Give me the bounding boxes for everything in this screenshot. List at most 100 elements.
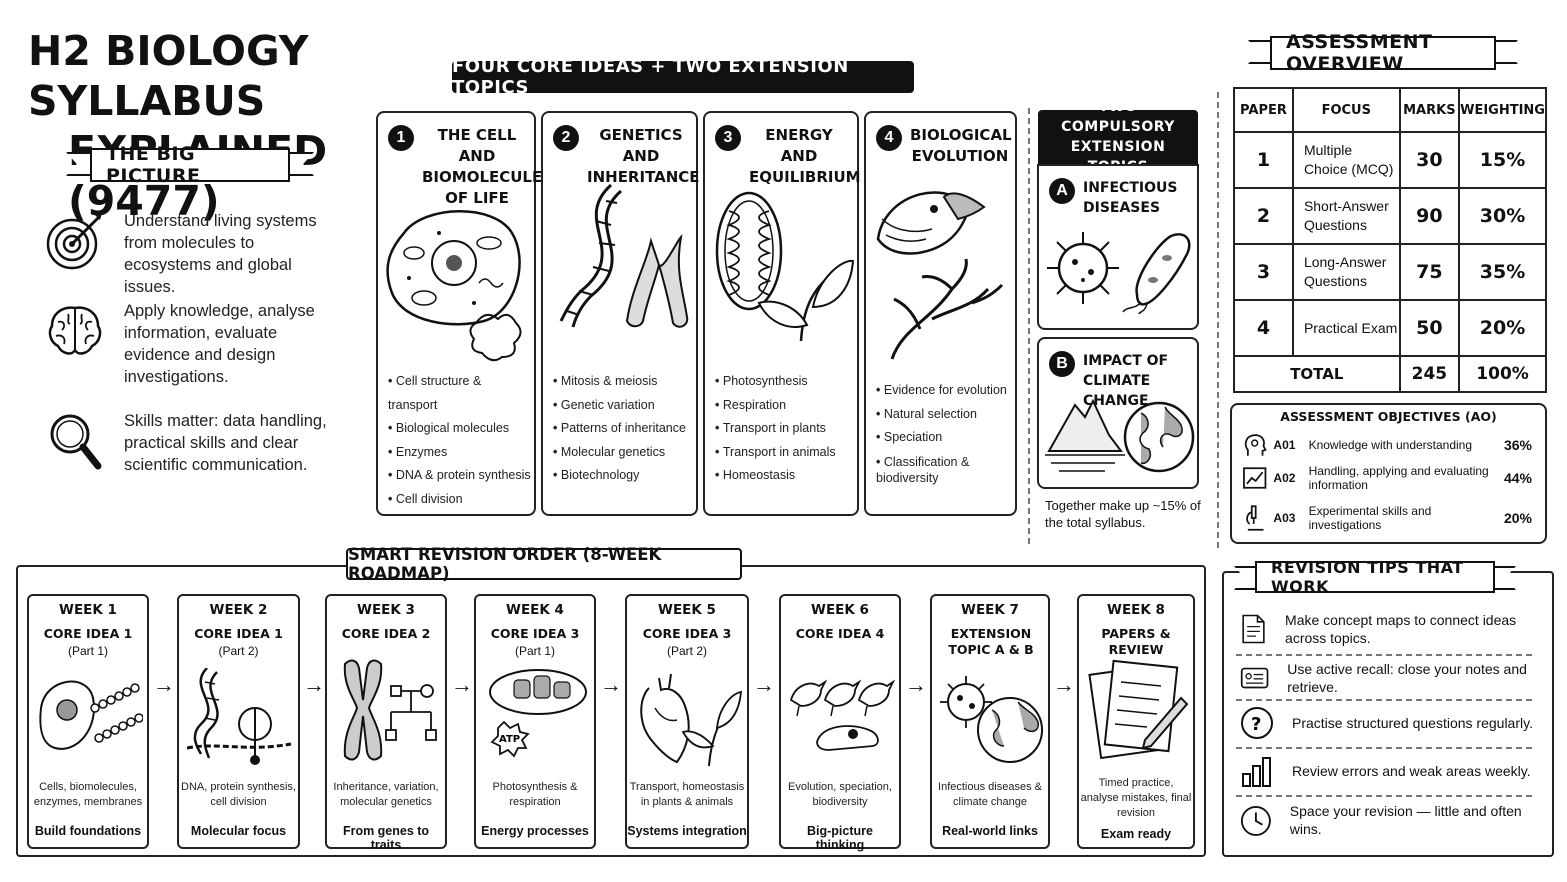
extension-card-a: A INFECTIOUS DISEASES — [1037, 164, 1199, 330]
tip-text: Review errors and weak areas weekly. — [1292, 763, 1531, 779]
week-desc: Evolution, speciation, biodiversity — [788, 781, 892, 808]
big-picture-item: Understand living systems from molecules… — [44, 210, 344, 298]
arrow-icon: → — [303, 672, 325, 697]
svg-text:ATP: ATP — [499, 734, 520, 745]
dna-icon — [559, 183, 689, 328]
week-label: WEEK 3 — [357, 602, 415, 618]
list-item: Natural selection — [876, 403, 1015, 427]
arrow-icon: → — [600, 672, 622, 697]
arrow-icon: → — [1053, 672, 1075, 697]
objectives-heading: ASSESSMENT OBJECTIVES (AO) — [1280, 409, 1497, 424]
page-title: H2 BIOLOGY SYLLABUS EXPLAINED (9477) — [28, 26, 428, 226]
list-item: DNA & protein synthesis — [388, 464, 534, 488]
week-label: WEEK 8 — [1107, 602, 1165, 618]
core-idea-number: 2 — [553, 125, 579, 151]
week-label: WEEK 6 — [811, 602, 869, 618]
week-desc: Inheritance, variation, molecular geneti… — [333, 781, 439, 808]
target-icon — [46, 212, 102, 270]
roadmap-heading: SMART REVISION ORDER (8-WEEK ROADMAP) — [346, 545, 742, 583]
week-card: WEEK 1 CORE IDEA 1 (Part 1) Cells, biomo… — [27, 594, 149, 849]
paper-cell: 3 — [1233, 243, 1294, 301]
finch-icon — [876, 191, 1004, 360]
core-idea-number: 1 — [388, 125, 414, 151]
tips-heading: REVISION TIPS THAT WORK — [1255, 558, 1495, 596]
table-row: 2 Short-Answer Questions 90 30% — [1233, 187, 1547, 245]
column-header: MARKS — [1398, 87, 1461, 133]
list-item: Patterns of inheritance — [553, 417, 686, 441]
week-focus: Exam ready — [1100, 827, 1172, 841]
cell-membrane-icon — [39, 680, 143, 750]
week-focus: Molecular focus — [190, 824, 287, 838]
list-item: Classification & biodiversity — [876, 450, 1015, 486]
magnifier-icon — [50, 414, 102, 470]
mitochondrion-icon — [715, 191, 855, 342]
list-item: Transport in plants — [715, 417, 836, 441]
dna-ribosome-icon — [187, 668, 292, 765]
microscope-icon — [1246, 505, 1264, 531]
week-desc: Infectious diseases & climate change — [938, 781, 1042, 808]
core-idea-title: BIOLOGICAL EVOLUTION — [910, 126, 1012, 165]
list-item: Biotechnology — [553, 464, 686, 488]
list-item: Respiration — [715, 394, 836, 418]
column-header: PAPER — [1233, 87, 1294, 133]
week-topic: PAPERS & REVIEW — [1101, 626, 1171, 657]
arrow-icon: → — [451, 672, 473, 697]
core-idea-card-2: 2 GENETICS AND INHERITANCE Mitosis & mei… — [541, 111, 700, 516]
virus-globe-icon — [940, 676, 1043, 763]
clock-icon — [1240, 805, 1271, 836]
list-item: Homeostasis — [715, 464, 836, 488]
objective-code: A01 — [1273, 438, 1296, 452]
objective-pct: 44% — [1503, 470, 1532, 486]
tip-item: Make concept maps to connect ideas acros… — [1240, 610, 1540, 648]
week-part: (Part 1) — [67, 644, 108, 658]
core-idea-number: 3 — [715, 125, 741, 151]
core-ideas-heading: FOUR CORE IDEAS + TWO EXTENSION TOPICS — [452, 56, 914, 98]
objective-text: Knowledge with understanding — [1308, 438, 1473, 452]
week-topic: CORE IDEA 3 — [642, 626, 732, 641]
flashcard-icon — [1240, 667, 1269, 689]
tip-text: Practise structured questions regularly. — [1292, 715, 1533, 731]
week-desc: Timed practice, analyse mistakes, final … — [1080, 777, 1192, 819]
total-row: TOTAL 245 100% — [1233, 355, 1547, 393]
objective-row: A03 Experimental skills and investigatio… — [1242, 504, 1532, 532]
column-header: FOCUS — [1291, 87, 1401, 133]
list-item: Biological molecules — [388, 417, 534, 441]
finches-skull-icon — [789, 679, 895, 751]
divider — [1028, 108, 1030, 544]
weight-cell: 30% — [1458, 187, 1547, 245]
extension-title: IMPACT OF CLIMATE CHANGE — [1083, 353, 1169, 409]
iceberg-globe-icon — [1045, 398, 1195, 473]
list-item: Evidence for evolution — [876, 379, 1015, 403]
list-item: Speciation — [876, 426, 1015, 450]
tips-banner: REVISION TIPS THAT WORK — [1234, 554, 1516, 600]
total-marks: 245 — [1398, 355, 1461, 393]
heart-leaf-icon — [640, 673, 743, 767]
arrow-icon: → — [153, 672, 175, 697]
focus-cell: Practical Exam — [1291, 299, 1401, 357]
week-desc: Photosynthesis & respiration — [492, 781, 578, 808]
list-item: Enzymes — [388, 441, 534, 465]
arrow-icon: → — [905, 672, 927, 697]
week-topic: EXTENSION TOPIC A & B — [948, 626, 1034, 657]
week-card: WEEK 8 PAPERS & REVIEW Timed practice, a… — [1077, 594, 1195, 849]
list-item: Mitosis & meiosis — [553, 370, 686, 394]
chromosome-pedigree-icon — [343, 659, 437, 761]
big-picture-text: Skills matter: data handling, practical … — [124, 412, 327, 474]
week-label: WEEK 4 — [506, 602, 564, 618]
week-focus: Big-picture thinking — [807, 824, 873, 852]
concept-map-icon — [1242, 614, 1265, 644]
paper-cell: 2 — [1233, 187, 1294, 245]
tip-item: ? Practise structured questions regularl… — [1240, 706, 1540, 740]
core-idea-title: THE CELL AND BIOMOLECULES OF LIFE — [422, 126, 554, 207]
chart-icon — [1243, 467, 1267, 489]
extension-heading: TWO COMPULSORY EXTENSION TOPICS — [1038, 99, 1198, 175]
week-part: (Part 2) — [666, 644, 707, 658]
assessment-table: PAPER FOCUS MARKS WEIGHTING 1 Multiple C… — [1233, 87, 1547, 393]
tip-item: Use active recall: close your notes and … — [1240, 660, 1540, 696]
bar-chart-icon — [1242, 757, 1271, 787]
tip-item: Space your revision — little and often w… — [1240, 802, 1540, 838]
objective-code: A03 — [1273, 511, 1296, 525]
big-picture-item: Skills matter: data handling, practical … — [44, 410, 344, 476]
core-idea-card-3: 3 ENERGY AND EQUILIBRIUM Photosynthesis … — [703, 111, 861, 516]
objective-row: A02 Handling, applying and evaluating in… — [1242, 464, 1532, 492]
